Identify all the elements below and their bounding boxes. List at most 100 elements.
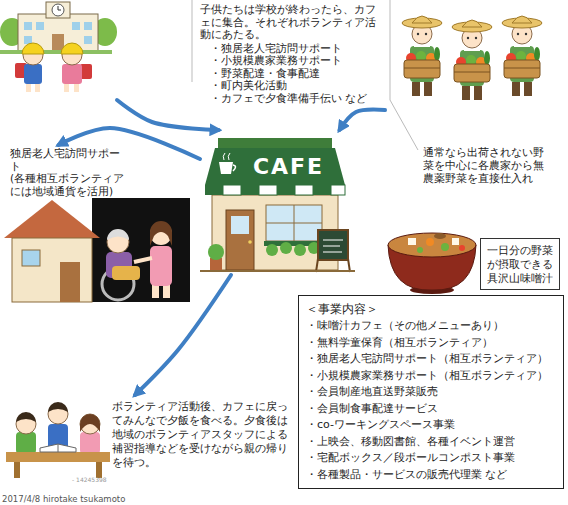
farmers-illustration bbox=[402, 16, 542, 100]
cafe-illustration bbox=[313, 185, 331, 195]
school-illustration bbox=[36, 22, 44, 30]
elderly-support-group: 独居老人宅訪問サポート(各種相互ボランティアには地域通貨を活用) bbox=[0, 145, 195, 305]
farmers-illustration bbox=[452, 20, 492, 100]
watermark: - 14245398 bbox=[72, 476, 107, 483]
cafe-illustration bbox=[200, 270, 355, 272]
node-text-line: ・独居老人宅訪問サポート bbox=[200, 42, 386, 55]
node-text: 子供たちは学校が終わったら、カフェに集合。それぞれボランティア活動にあたる。 bbox=[200, 3, 386, 41]
study-illustration bbox=[6, 402, 110, 478]
study-illustration bbox=[14, 462, 20, 478]
cafe-illustration bbox=[280, 242, 292, 254]
miso-soup-illustration bbox=[417, 247, 423, 253]
study-illustration bbox=[16, 432, 36, 454]
miso-soup-illustration bbox=[388, 233, 476, 257]
miso-soup-illustration bbox=[459, 245, 465, 251]
school-illustration bbox=[72, 22, 80, 30]
elderly-visit-illustration bbox=[163, 284, 170, 298]
farmers-illustration bbox=[402, 16, 442, 96]
cafe-illustration bbox=[223, 185, 241, 195]
school-illustration bbox=[0, 50, 112, 54]
school-illustration bbox=[52, 4, 64, 16]
cafe-illustration bbox=[219, 162, 233, 174]
elderly-visit-illustration bbox=[150, 246, 172, 286]
cafe-illustration bbox=[205, 185, 223, 195]
node-text-line: ・小規模農家業務サポート（相互ボランティア） bbox=[306, 368, 556, 385]
elderly-visit-illustration bbox=[4, 198, 190, 302]
node-text-line: ・co-ワーキングスペース事業 bbox=[306, 417, 556, 434]
cafe-illustration bbox=[208, 244, 224, 260]
node-text-line: ・各種製品・サービスの販売代理業 など bbox=[306, 467, 556, 484]
cafe-illustration bbox=[248, 240, 252, 244]
cafe-illustration bbox=[318, 230, 348, 260]
elderly-visit-illustration bbox=[134, 258, 152, 262]
miso-soup-illustration bbox=[426, 238, 434, 246]
node-text: CAFE bbox=[222, 154, 355, 180]
elderly-visit-illustration bbox=[12, 238, 92, 302]
miso-soup-illustration bbox=[452, 238, 459, 245]
study-illustration bbox=[96, 462, 102, 478]
cafe-illustration bbox=[331, 185, 345, 195]
divider-line bbox=[390, 100, 418, 150]
school-illustration bbox=[64, 84, 69, 92]
node-text: 通常なら出荷されない野菜を中心に各農家から無農薬野菜を直接仕入れ bbox=[423, 146, 554, 185]
elderly-visit-illustration bbox=[92, 198, 190, 302]
business-list-box: ＜事業内容＞・味噌汁カフェ（その他メニューあり）・無料学童保育（相互ボランティア… bbox=[298, 295, 564, 489]
school-illustration bbox=[58, 6, 59, 10]
node-text-line: ・上映会、移動図書館、各種イベント運営 bbox=[306, 434, 556, 451]
elderly-visit-illustration bbox=[22, 250, 40, 266]
school-illustration bbox=[22, 43, 44, 54]
school-illustration bbox=[0, 2, 117, 92]
node-text-line: ・小規模農家業務サポート bbox=[200, 54, 386, 67]
school-illustration bbox=[61, 43, 83, 54]
school-illustration bbox=[58, 10, 61, 11]
study-illustration bbox=[6, 452, 110, 462]
study-illustration bbox=[80, 432, 100, 454]
cafe-illustration bbox=[266, 223, 322, 224]
school-illustration bbox=[62, 64, 82, 84]
study-illustration bbox=[40, 444, 76, 452]
study-illustration bbox=[58, 444, 59, 452]
node-text-line: ・味噌汁カフェ（その他メニューあり） bbox=[306, 318, 556, 335]
cafe-illustration bbox=[323, 246, 340, 247]
node-text: ボランティア活動後、カフェに戻ってみんなで夕飯を食べる。夕食後は地域のボランティ… bbox=[112, 399, 294, 469]
node-text: ＜事業内容＞ bbox=[306, 301, 556, 318]
school-illustration bbox=[46, 2, 70, 18]
miso-soup-illustration bbox=[388, 233, 476, 294]
flow-arrow bbox=[117, 100, 219, 130]
node-text-line: ・宅配ボックス／段ボールコンポスト事業 bbox=[306, 450, 556, 467]
miso-soup-note: 一日分の野菜が摂取できる具沢山味噌汁 bbox=[480, 238, 560, 290]
node-text-line: ・会員制食事配達サービス bbox=[306, 401, 556, 418]
study-illustration bbox=[80, 414, 100, 434]
cafe-illustration bbox=[266, 244, 278, 256]
children-activity-group: 子供たちは学校が終わったら、カフェに集合。それぞれボランティア活動にあたる。・独… bbox=[0, 0, 390, 100]
node-text-line: ・会員制産地直送野菜販売 bbox=[306, 384, 556, 401]
cafe-illustration bbox=[231, 216, 249, 234]
school-illustration bbox=[24, 22, 32, 30]
node-text: 独居老人宅訪問サポート bbox=[10, 147, 130, 172]
cafe-illustration bbox=[323, 252, 342, 253]
node-text: 一日分の野菜が摂取できる具沢山味噌汁 bbox=[484, 243, 556, 285]
cafe-illustration bbox=[259, 185, 277, 195]
after-school-group: ボランティア活動後、カフェに戻ってみんなで夕飯を食べる。夕食後は地域のボランティ… bbox=[0, 395, 300, 495]
cafe-illustration bbox=[226, 210, 254, 270]
cafe-illustration bbox=[233, 165, 236, 171]
node-text-line: ・野菜配達・食事配達 bbox=[200, 67, 386, 80]
school-illustration bbox=[84, 36, 92, 44]
study-illustration bbox=[48, 402, 68, 412]
cafe-illustration bbox=[241, 185, 259, 195]
node-text-line: ・カフェで夕食準備手伝い など bbox=[200, 92, 386, 105]
flow-arrow bbox=[135, 275, 231, 395]
cafe-illustration bbox=[295, 185, 313, 195]
flow-arrow bbox=[340, 110, 386, 130]
school-illustration bbox=[74, 84, 79, 92]
cafe-illustration bbox=[200, 138, 355, 272]
miso-soup-illustration bbox=[441, 243, 449, 251]
cafe-illustration bbox=[266, 205, 322, 241]
connector-group bbox=[59, 100, 386, 395]
node-text-line: (各種相互ボランティアには地域通貨を活用) bbox=[10, 172, 130, 197]
node-text-line: ・独居老人宅訪問サポート（相互ボランティア） bbox=[306, 351, 556, 368]
study-illustration bbox=[80, 414, 100, 432]
cafe-illustration bbox=[223, 153, 230, 160]
elderly-visit-illustration bbox=[4, 200, 100, 238]
